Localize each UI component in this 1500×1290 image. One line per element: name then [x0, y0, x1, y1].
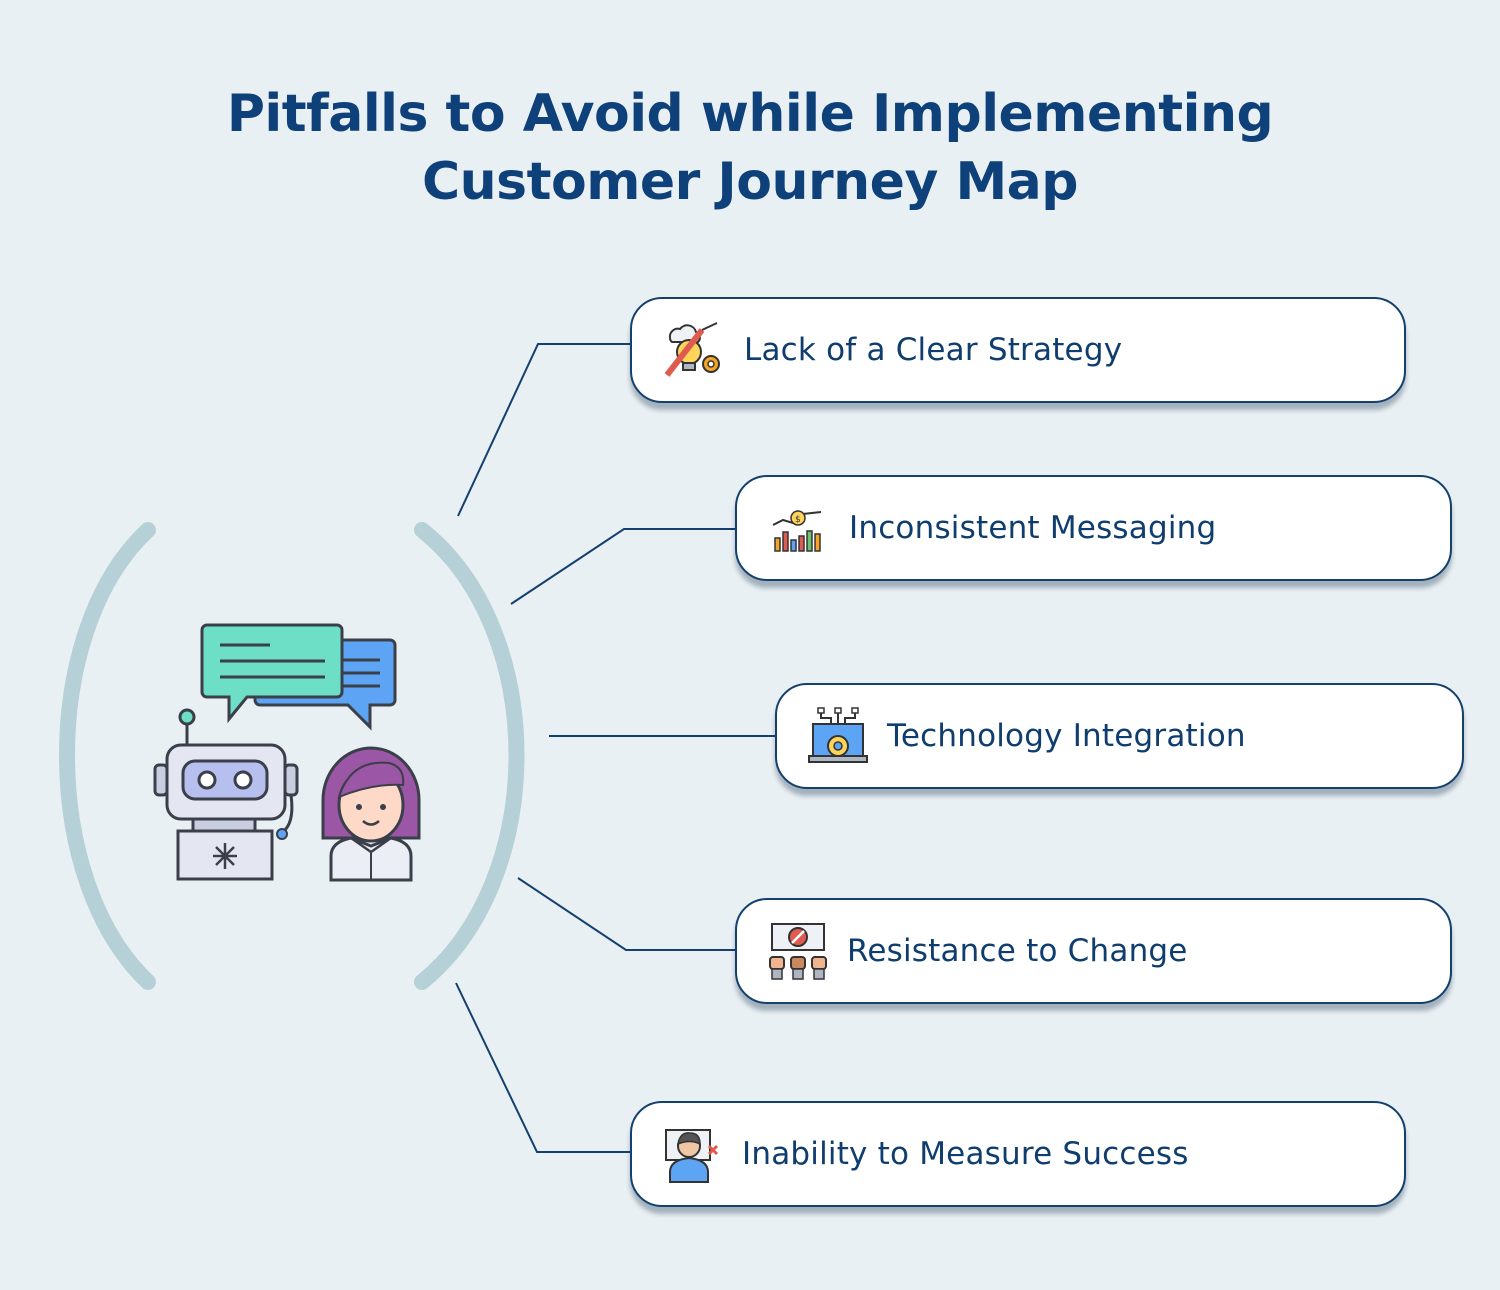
- pitfall-label-2: Inconsistent Messaging: [849, 510, 1217, 546]
- chatbot-customer-icon: [145, 615, 435, 895]
- pitfall-label-1: Lack of a Clear Strategy: [744, 332, 1123, 368]
- connector-2: [510, 528, 735, 605]
- pitfall-card-1: Lack of a Clear Strategy: [630, 297, 1406, 403]
- page-title: Pitfalls to Avoid while Implementing Cus…: [0, 80, 1500, 216]
- title-line-2: Customer Journey Map: [422, 152, 1079, 212]
- left-bracket: [59, 522, 156, 990]
- connector-1: [457, 343, 630, 517]
- title-line-1: Pitfalls to Avoid while Implementing: [226, 84, 1274, 144]
- pitfall-card-2: $ Inconsistent Messaging: [735, 475, 1452, 581]
- right-bracket: [414, 522, 525, 990]
- pitfall-label-4: Resistance to Change: [847, 933, 1188, 969]
- pitfall-label-3: Technology Integration: [887, 718, 1246, 754]
- pitfall-card-4: Resistance to Change: [735, 898, 1452, 1004]
- connector-4: [517, 877, 735, 951]
- bar-chart-dollar-trend-icon: $: [767, 498, 829, 560]
- protest-sign-raised-fists-icon: [767, 921, 829, 983]
- pitfall-card-3: Technology Integration: [775, 683, 1464, 789]
- svg-text:$: $: [795, 515, 801, 525]
- pitfall-label-5: Inability to Measure Success: [742, 1136, 1189, 1172]
- frustrated-person-icon: [662, 1124, 724, 1186]
- pitfall-card-5: Inability to Measure Success: [630, 1101, 1406, 1207]
- laptop-network-gear-icon: [807, 706, 869, 768]
- strategy-lightbulb-pencil-gear-icon: [662, 320, 724, 382]
- connector-5: [455, 982, 630, 1153]
